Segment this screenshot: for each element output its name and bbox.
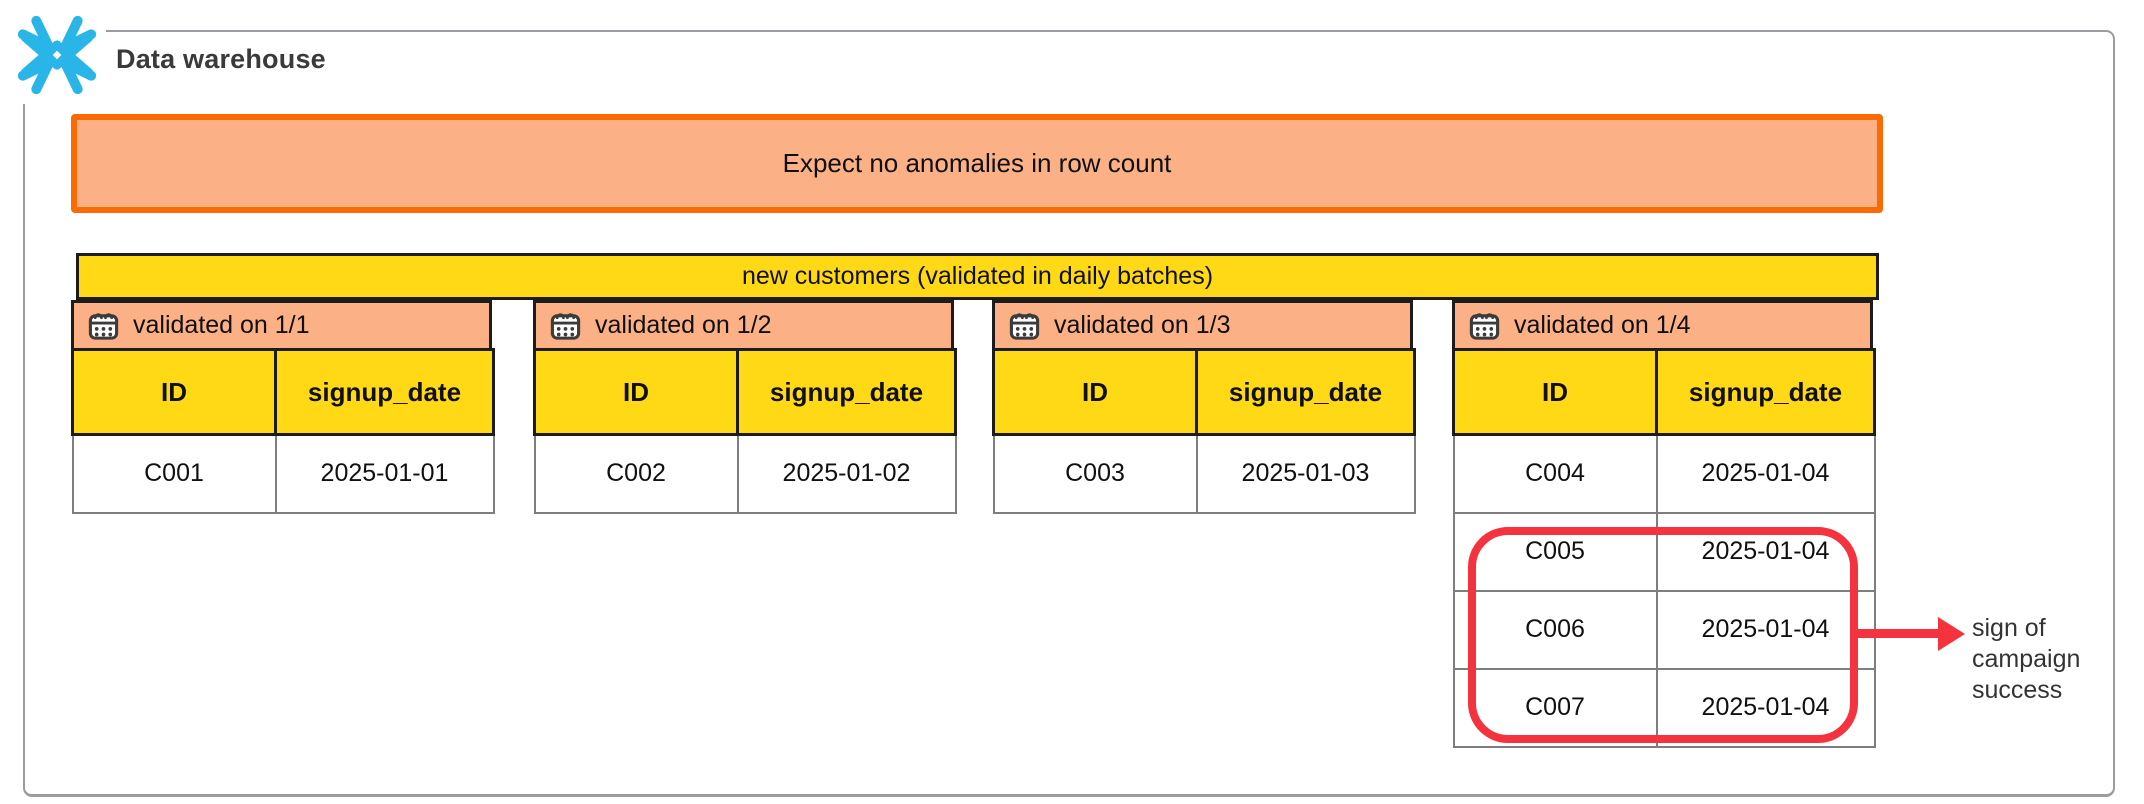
column-header-id: ID — [994, 350, 1197, 435]
snowflake-logo-icon — [12, 10, 102, 100]
column-header-id: ID — [535, 350, 738, 435]
column-header-signup-date: signup_date — [1197, 350, 1415, 435]
batch-4-label: validated on 1/4 — [1514, 311, 1691, 340]
dataset-banner: new customers (validated in daily batche… — [76, 253, 1879, 300]
table-row: C002 2025-01-02 — [535, 435, 956, 513]
calendar-icon — [1468, 309, 1501, 342]
column-header-signup-date: signup_date — [1657, 350, 1875, 435]
batch-table-2: validated on 1/2 ID signup_date C002 202… — [533, 300, 954, 514]
batch-table-1: validated on 1/1 ID signup_date C001 202… — [71, 300, 492, 514]
calendar-icon — [87, 309, 120, 342]
batch-4-header: validated on 1/4 — [1452, 300, 1873, 351]
annotation-line: success — [1972, 675, 2132, 706]
annotation-arrow — [1856, 629, 1942, 638]
annotation-line: campaign — [1972, 644, 2132, 675]
annotation-text: sign of campaign success — [1972, 613, 2132, 706]
cell-signup-date: 2025-01-03 — [1197, 435, 1415, 513]
column-header-signup-date: signup_date — [738, 350, 956, 435]
batch-2-label: validated on 1/2 — [595, 311, 772, 340]
cell-signup-date: 2025-01-02 — [738, 435, 956, 513]
table-row: C004 2025-01-04 — [1454, 435, 1875, 513]
column-header-signup-date: signup_date — [276, 350, 494, 435]
expectation-banner: Expect no anomalies in row count — [71, 114, 1883, 213]
batch-3-label: validated on 1/3 — [1054, 311, 1231, 340]
table-row: C003 2025-01-03 — [994, 435, 1415, 513]
batch-1-label: validated on 1/1 — [133, 311, 310, 340]
highlight-ring — [1468, 527, 1858, 743]
batch-3-header: validated on 1/3 — [992, 300, 1413, 351]
batch-table-3: validated on 1/3 ID signup_date C003 202… — [992, 300, 1413, 514]
batch-2-header: validated on 1/2 — [533, 300, 954, 351]
expectation-banner-text: Expect no anomalies in row count — [783, 148, 1172, 179]
cell-signup-date: 2025-01-01 — [276, 435, 494, 513]
annotation-arrow-head-icon — [1938, 617, 1965, 651]
cell-signup-date: 2025-01-04 — [1657, 435, 1875, 513]
calendar-icon — [1008, 309, 1041, 342]
column-header-id: ID — [1454, 350, 1657, 435]
cell-id: C001 — [73, 435, 276, 513]
page-title: Data warehouse — [116, 44, 326, 75]
cell-id: C002 — [535, 435, 738, 513]
cell-id: C003 — [994, 435, 1197, 513]
cell-id: C004 — [1454, 435, 1657, 513]
annotation-line: sign of — [1972, 613, 2132, 644]
calendar-icon — [549, 309, 582, 342]
column-header-id: ID — [73, 350, 276, 435]
batch-1-header: validated on 1/1 — [71, 300, 492, 351]
dataset-banner-text: new customers (validated in daily batche… — [742, 262, 1213, 291]
table-row: C001 2025-01-01 — [73, 435, 494, 513]
